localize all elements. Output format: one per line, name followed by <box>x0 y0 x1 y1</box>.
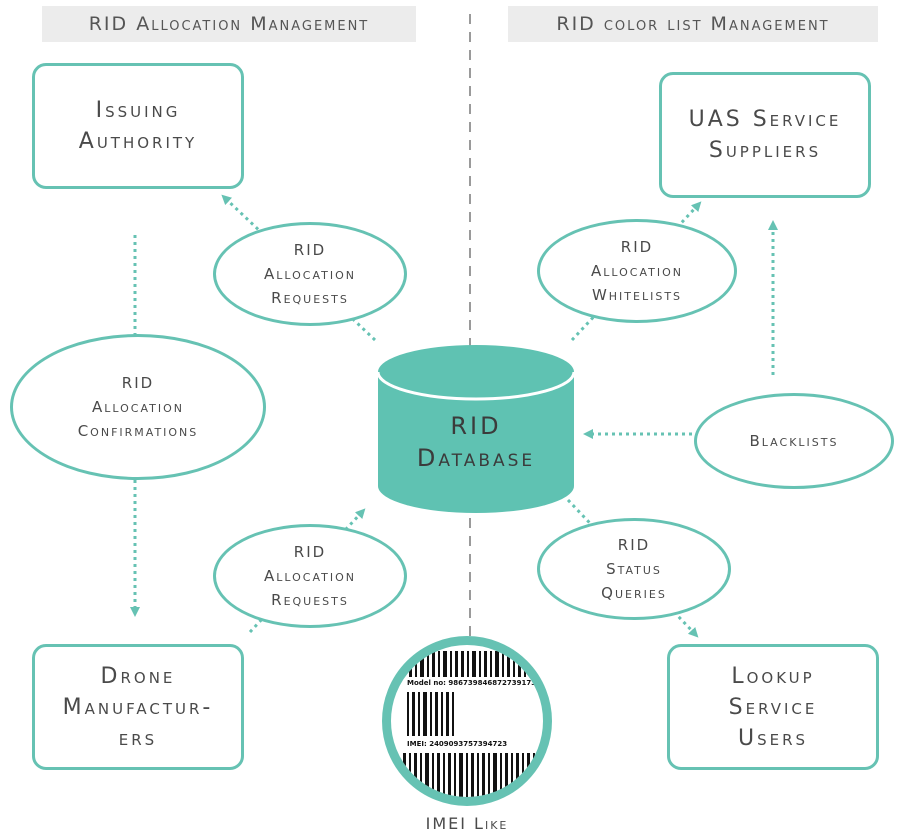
lookup-service-users-box: Lookup Service Users <box>667 644 879 770</box>
allocation-whitelists-label: RID Allocation Whitelists <box>591 238 683 304</box>
allocation-requests-bottom-label: RID Allocation Requests <box>264 543 356 609</box>
barcode-top <box>409 651 543 677</box>
rid-database-label: RID Database <box>416 412 536 472</box>
drone-manufacturers-label: Drone Manufactur- ers <box>62 663 214 751</box>
lookup-service-users-label: Lookup Service Users <box>728 663 818 751</box>
uas-service-suppliers-label: UAS Service Suppliers <box>688 107 842 163</box>
allocation-requests-top-ellipse: RID Allocation Requests <box>213 222 407 326</box>
section-header-allocation: RID Allocation Management <box>42 6 416 42</box>
blacklists-label: Blacklists <box>749 432 839 450</box>
issuing-authority-box: Issuing Authority <box>32 63 244 189</box>
imei-caption: IMEI Like <box>425 814 509 833</box>
allocation-confirmations-label: RID Allocation Confirmations <box>77 374 199 440</box>
database-cylinder <box>376 345 576 513</box>
issuing-authority-label: Issuing Authority <box>78 98 198 154</box>
imei-number-text: IMEI: 2409093757394723 <box>407 740 508 748</box>
barcode-bottom <box>403 753 543 797</box>
blacklists-ellipse: Blacklists <box>694 393 894 489</box>
status-queries-label: RID Status Queries <box>601 536 667 602</box>
allocation-whitelists-ellipse: RID Allocation Whitelists <box>537 219 737 323</box>
allocation-requests-bottom-ellipse: RID Allocation Requests <box>213 524 407 628</box>
drone-manufacturers-box: Drone Manufactur- ers <box>32 644 244 770</box>
barcode-middle <box>407 692 459 736</box>
model-number-text: Model no: 986739846872739173 <box>407 679 537 687</box>
section-header-color-list: RID color list Management <box>508 6 878 42</box>
imei-barcode-circle: Model no: 986739846872739173 IMEI: 24090… <box>382 636 552 806</box>
uas-service-suppliers-box: UAS Service Suppliers <box>659 72 871 198</box>
allocation-requests-top-label: RID Allocation Requests <box>264 241 356 307</box>
status-queries-ellipse: RID Status Queries <box>537 518 731 620</box>
allocation-confirmations-ellipse: RID Allocation Confirmations <box>10 334 266 480</box>
